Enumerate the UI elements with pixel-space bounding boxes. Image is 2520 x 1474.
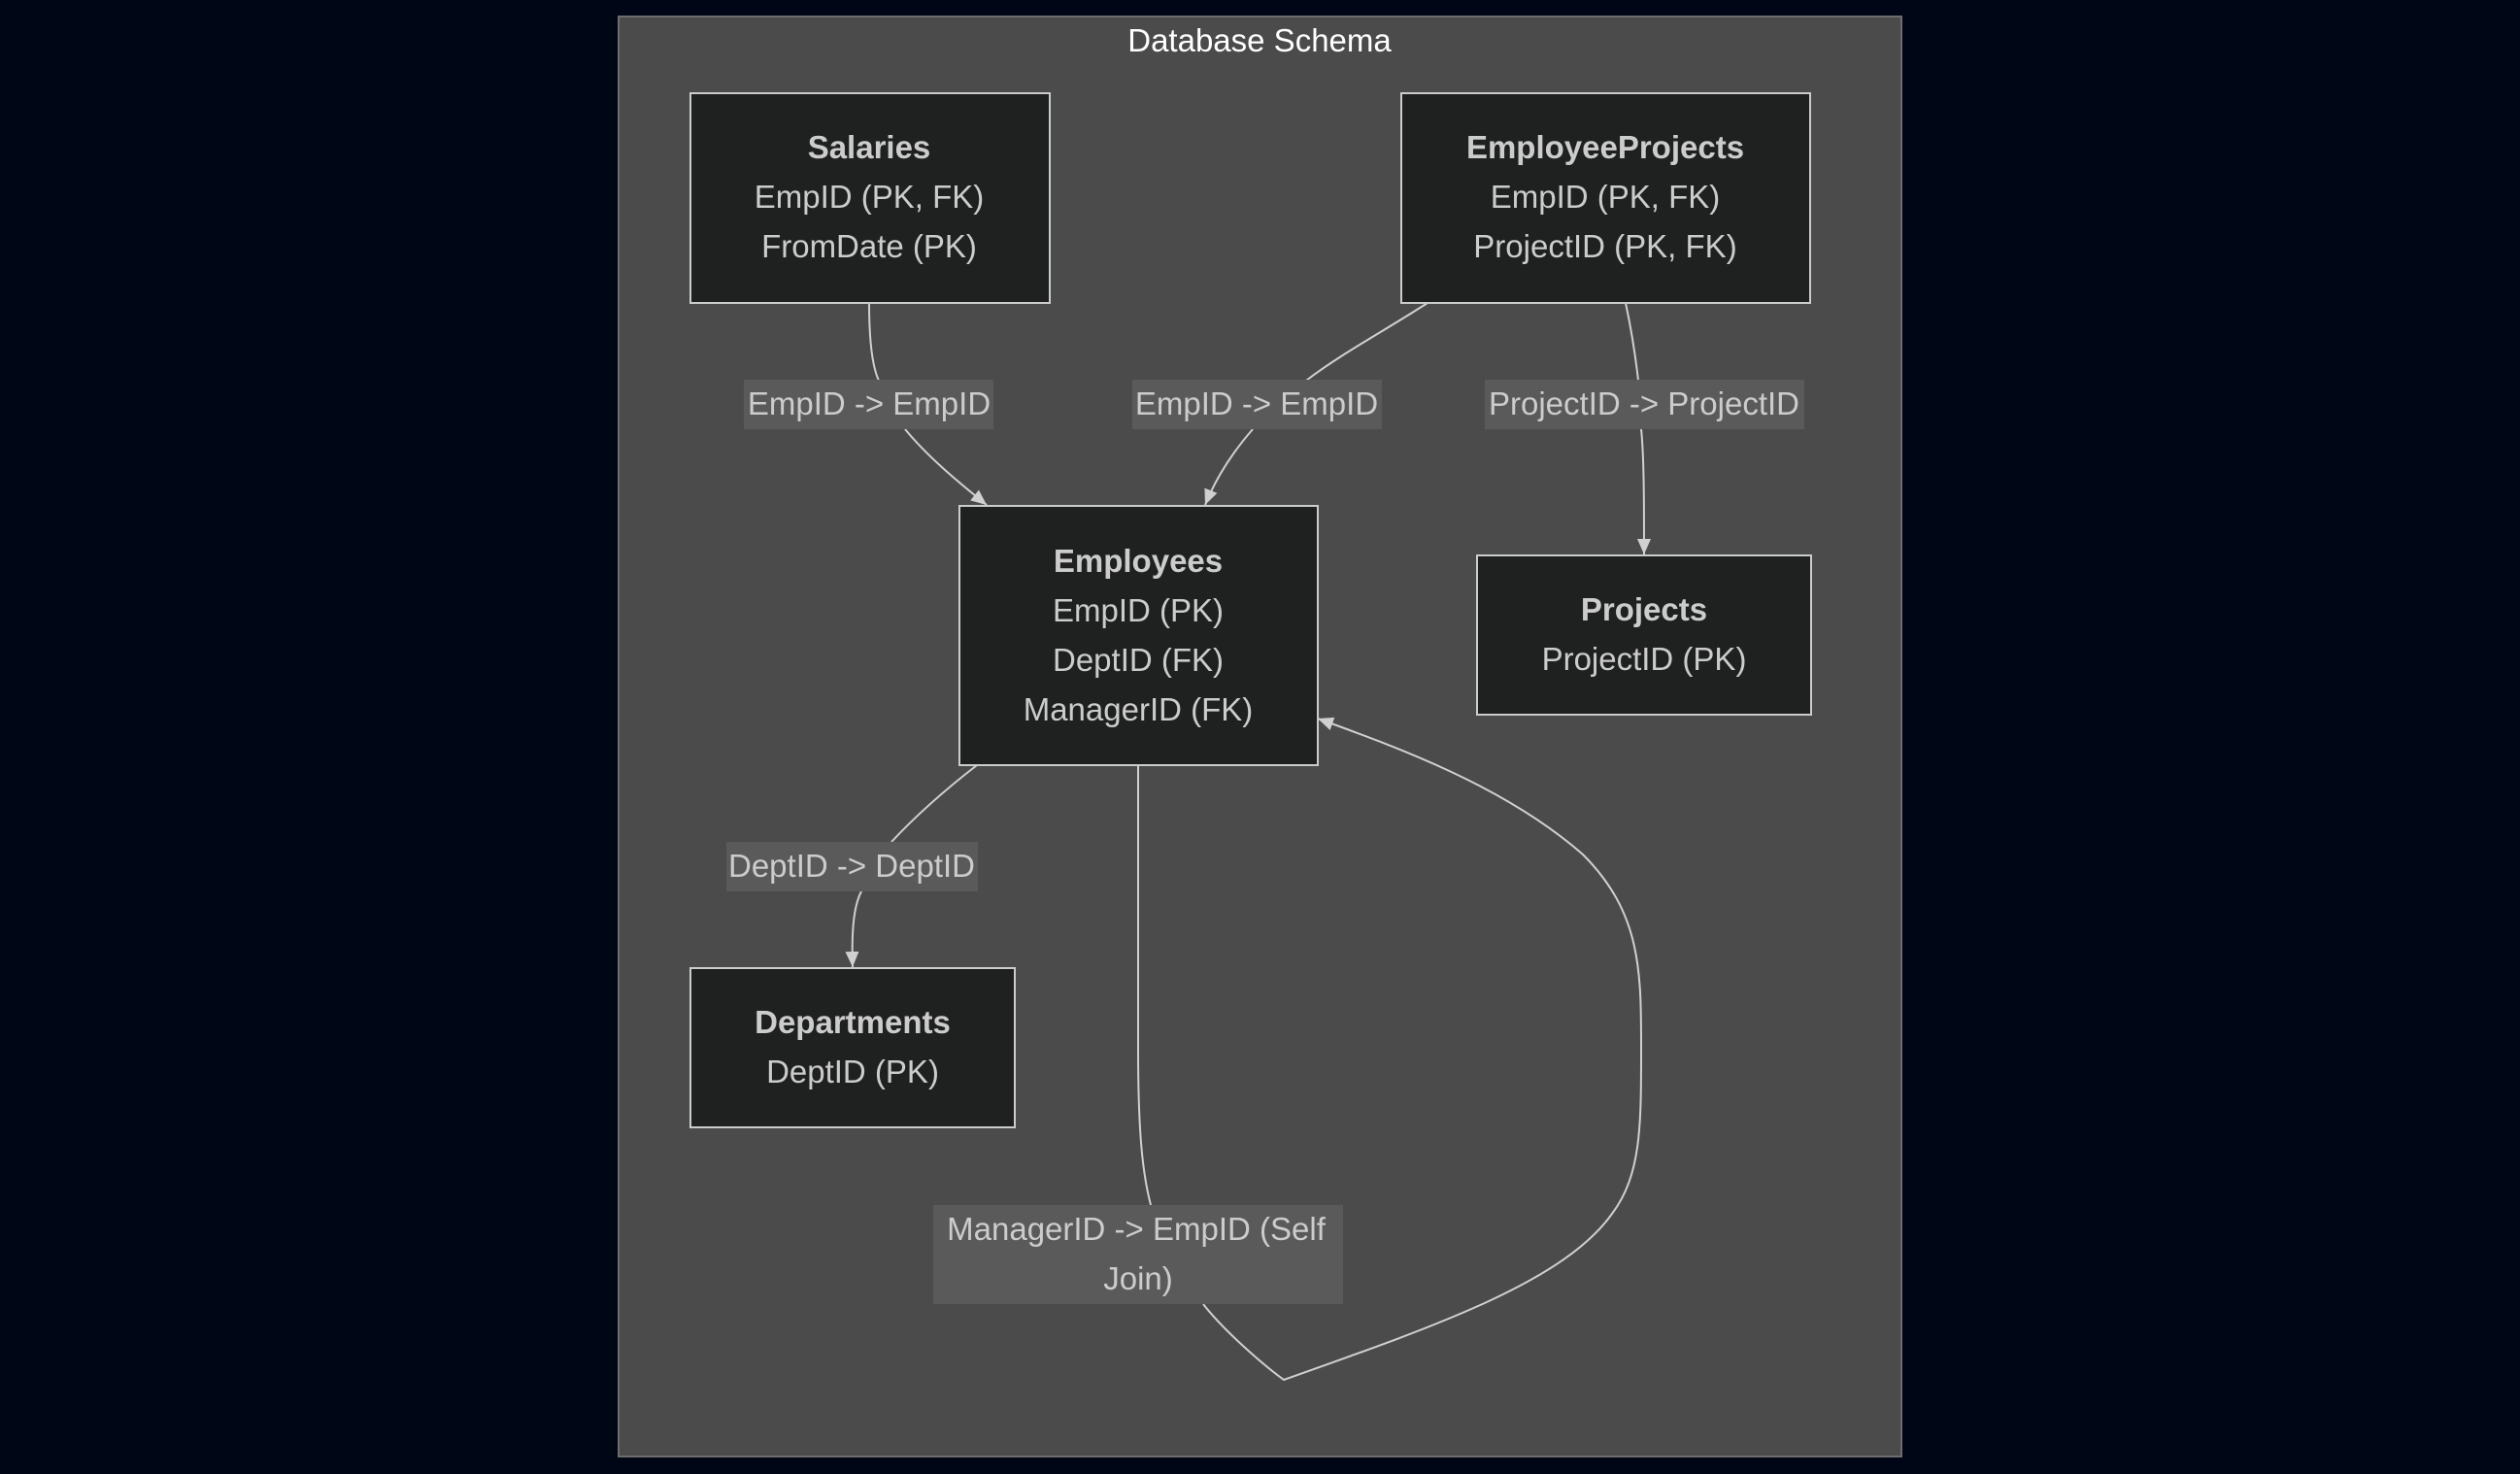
label-text: DeptID -> DeptID (728, 848, 975, 884)
table-box (1476, 554, 1812, 716)
table-box (958, 505, 1319, 766)
table-box (689, 967, 1016, 1128)
label-text: ProjectID -> ProjectID (1489, 385, 1799, 421)
edge-label-salaries-employees: EmpID -> EmpID (744, 380, 993, 429)
edge-labels: EmpID -> EmpID EmpID -> EmpID ProjectID … (726, 380, 1804, 1304)
label-background (1132, 380, 1382, 429)
edge-label-empprojects-employees: EmpID -> EmpID (1132, 380, 1382, 429)
table-field: EmpID (PK, FK) (755, 179, 985, 215)
table-projects[interactable]: Projects ProjectID (PK) (1476, 554, 1812, 716)
table-field: ProjectID (PK) (1542, 641, 1747, 677)
table-employee-projects[interactable]: EmployeeProjects EmpID (PK, FK) ProjectI… (1400, 92, 1811, 304)
edge-empprojects-employees (1205, 302, 1428, 505)
edge-employees-departments (853, 764, 978, 967)
edge-employees-self (1137, 719, 1642, 1382)
edge-label-employees-departments: DeptID -> DeptID (726, 842, 978, 891)
table-name: Projects (1581, 591, 1707, 627)
edge-empprojects-projects (1625, 302, 1644, 554)
label-background (1485, 380, 1804, 429)
table-employees[interactable]: Employees EmpID (PK) DeptID (FK) Manager… (958, 505, 1319, 766)
table-field: EmpID (PK, FK) (1491, 179, 1721, 215)
label-background (744, 380, 993, 429)
table-field: EmpID (PK) (1053, 592, 1224, 628)
table-field: ProjectID (PK, FK) (1473, 228, 1736, 264)
table-field: DeptID (PK) (766, 1054, 939, 1089)
table-box (1400, 92, 1811, 304)
label-background (726, 842, 978, 891)
label-text: EmpID -> EmpID (748, 385, 991, 421)
table-name: EmployeeProjects (1466, 129, 1744, 165)
edge-label-employees-self: ManagerID -> EmpID (Self Join) (933, 1205, 1343, 1304)
table-field: FromDate (PK) (761, 228, 977, 264)
table-departments[interactable]: Departments DeptID (PK) (689, 967, 1016, 1128)
label-text-line-1: ManagerID -> EmpID (Self (947, 1211, 1327, 1247)
edge-label-empprojects-projects: ProjectID -> ProjectID (1485, 380, 1804, 429)
table-name: Departments (755, 1004, 951, 1040)
table-field: DeptID (FK) (1053, 642, 1224, 678)
table-name: Salaries (808, 129, 931, 165)
label-background (933, 1205, 1343, 1304)
edge-salaries-employees (868, 302, 987, 505)
label-text: EmpID -> EmpID (1135, 385, 1378, 421)
label-text-line-2: Join) (1103, 1260, 1173, 1296)
table-box (689, 92, 1051, 304)
edges (853, 302, 1644, 1382)
table-salaries[interactable]: Salaries EmpID (PK, FK) FromDate (PK) (689, 92, 1051, 304)
diagram-title: Database Schema (1127, 22, 1392, 58)
table-field: ManagerID (FK) (1024, 691, 1254, 727)
table-name: Employees (1054, 543, 1223, 579)
